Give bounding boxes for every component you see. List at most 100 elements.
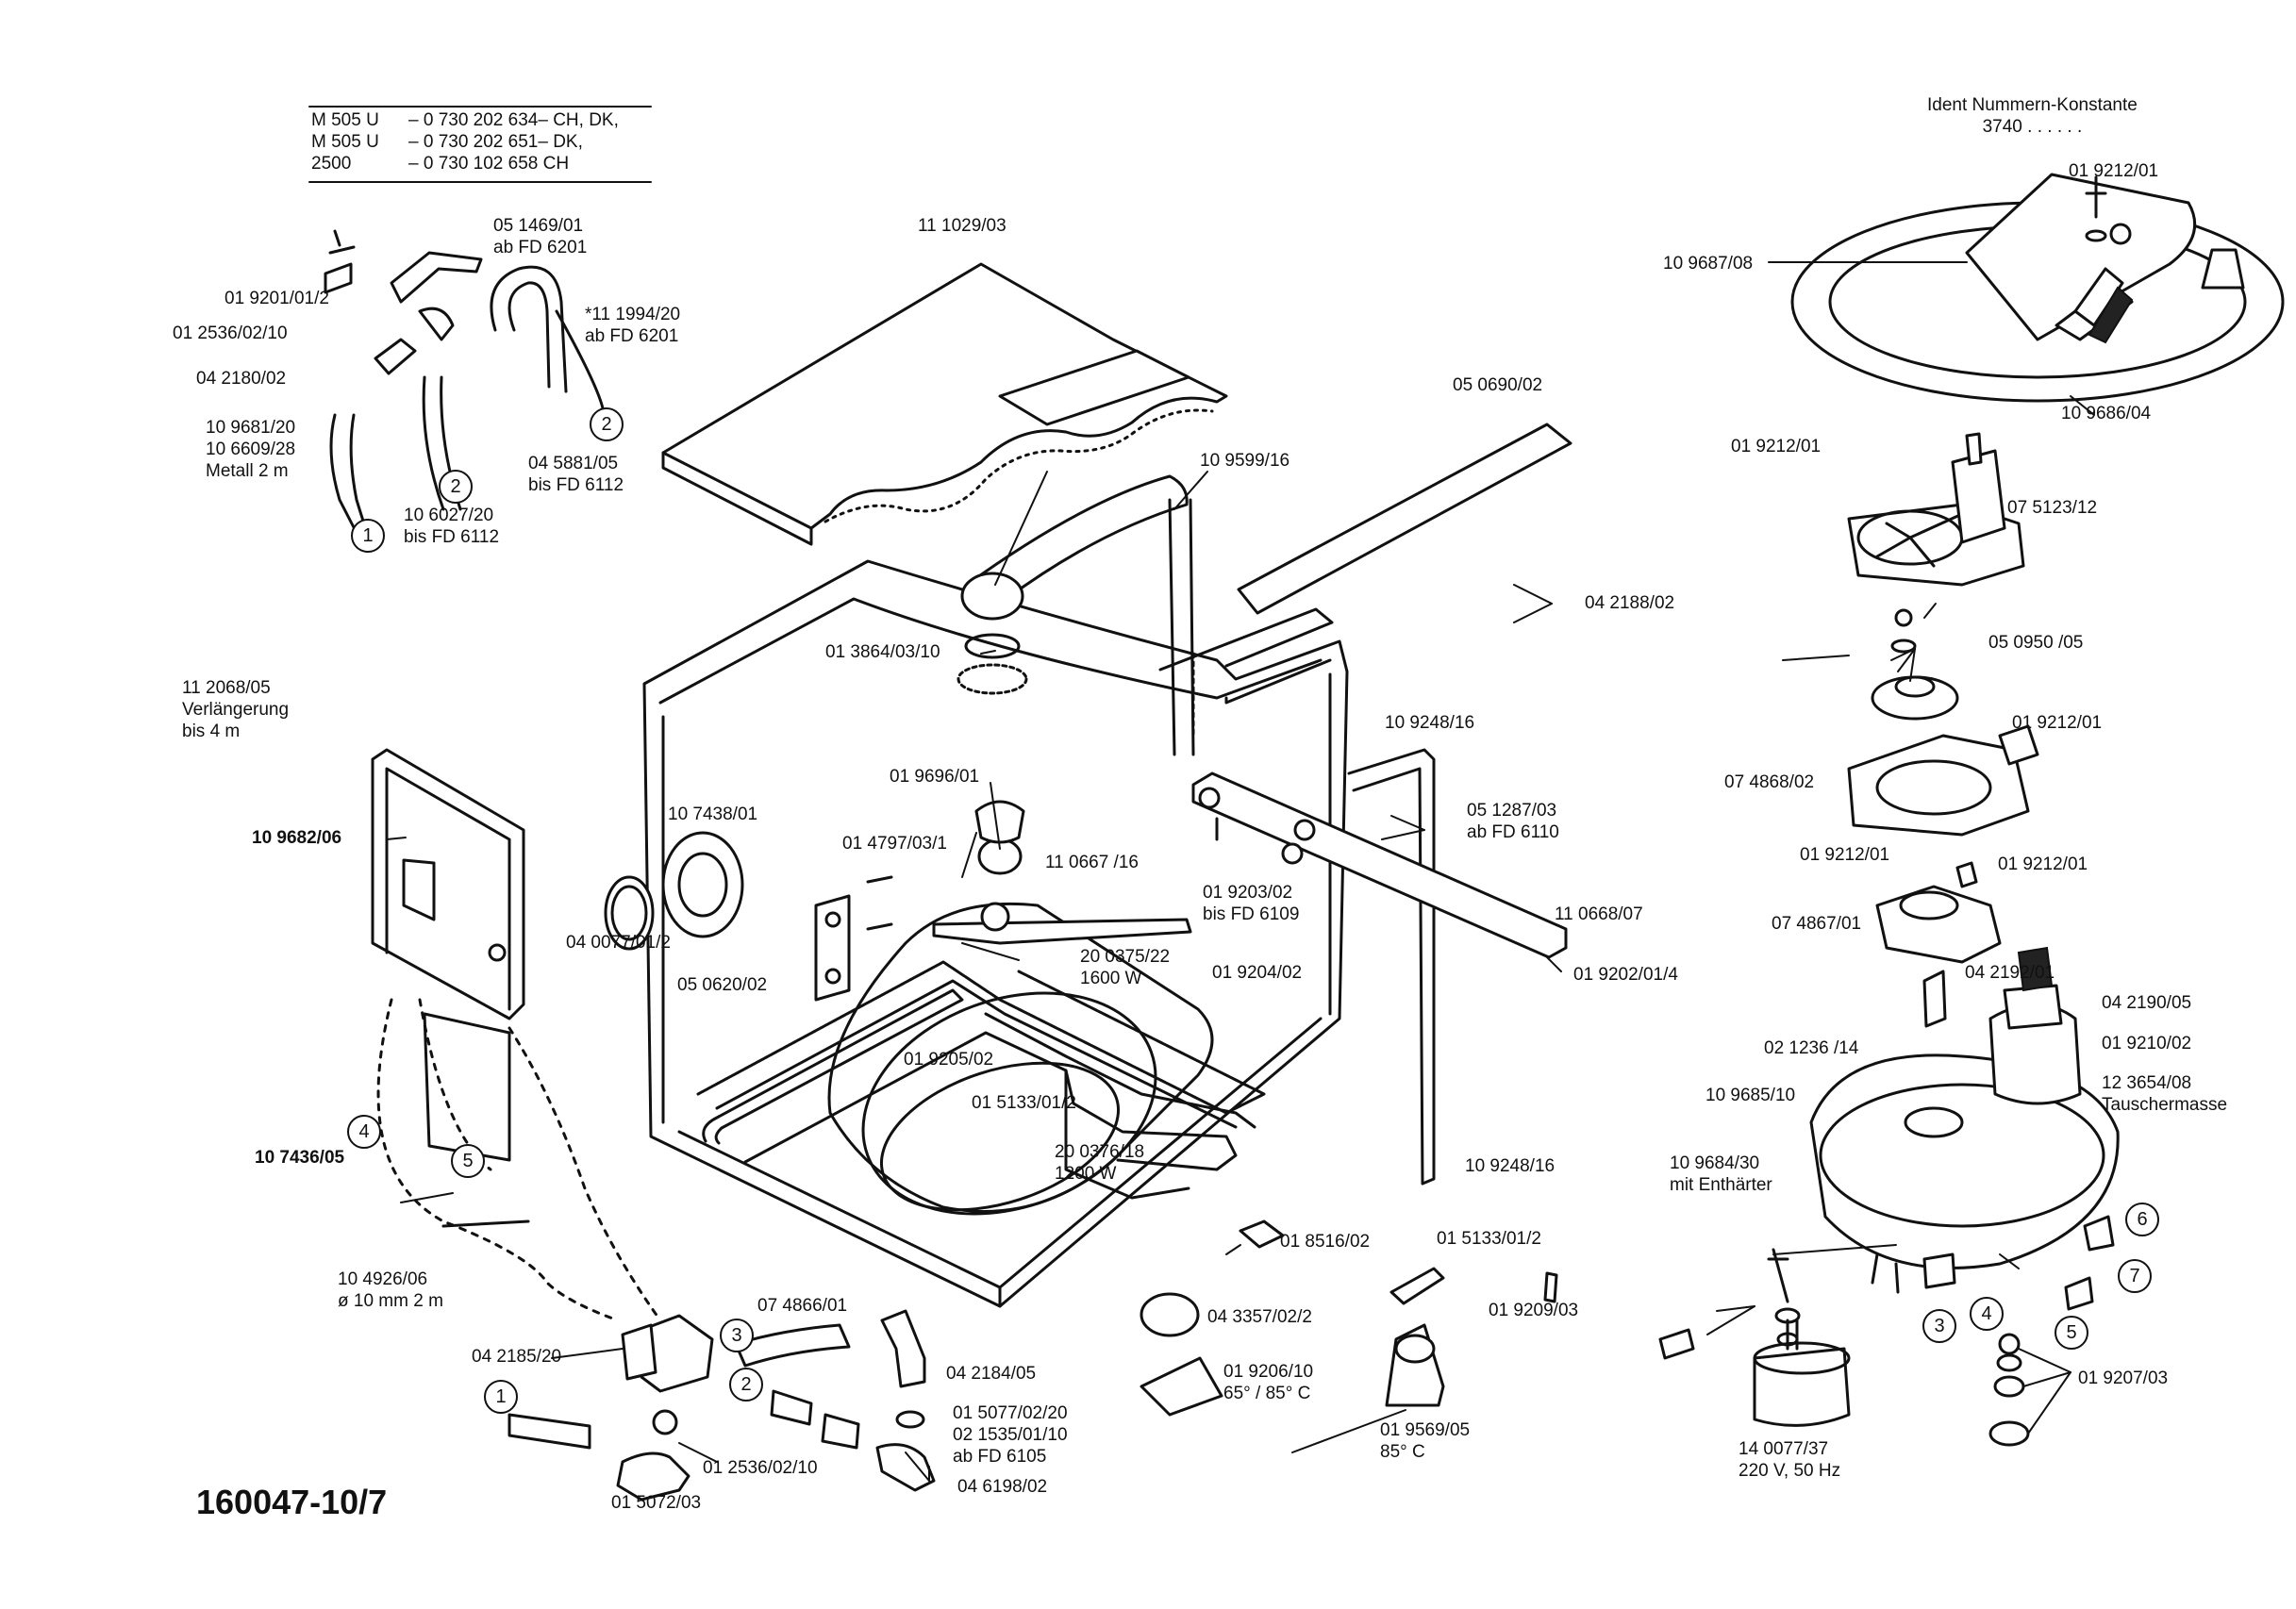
side-tube-10-9248 xyxy=(1347,748,1436,1186)
part-label: 01 9696/01 xyxy=(890,767,980,787)
inlet-pipes-bottom xyxy=(734,1309,936,1492)
door-panel xyxy=(371,748,525,1162)
part-label: 01 5133/01/2 xyxy=(1437,1229,1541,1249)
callout-marker: 2 xyxy=(439,470,473,504)
part-label: 02 1236 /14 xyxy=(1764,1038,1859,1058)
part-label: 11 1029/03 xyxy=(918,216,1007,236)
callout-marker: 5 xyxy=(451,1144,485,1178)
part-label: 01 9205/02 xyxy=(904,1050,994,1070)
lower-spray-arm xyxy=(932,800,1192,945)
door-seal-ring xyxy=(604,831,744,951)
callout-marker: 2 xyxy=(729,1368,763,1402)
part-label: 04 3357/02/2 xyxy=(1207,1307,1312,1327)
ident-value: 3740 . . . . . . xyxy=(1982,117,2083,137)
callout-marker: 3 xyxy=(720,1319,754,1352)
model-name: 2500 xyxy=(311,154,352,174)
part-label: 10 7436/05 xyxy=(255,1148,345,1168)
part-label: 04 2192/01 xyxy=(1965,963,2055,983)
model-number-table: M 505 U – 0 730 202 634– CH, DK, M 505 U –… xyxy=(311,109,619,174)
small-bracket xyxy=(814,875,893,1002)
part-label: 01 5133/01/2 xyxy=(972,1093,1076,1113)
part-label: 01 9204/02 xyxy=(1212,963,1303,983)
callout-marker: 7 xyxy=(2118,1259,2152,1293)
model-number: – 0 730 102 658 CH xyxy=(408,154,570,174)
callout-marker: 6 xyxy=(2125,1203,2159,1236)
ident-title: Ident Nummern-Konstante xyxy=(1927,95,2138,115)
pump-motor xyxy=(1753,1319,1851,1427)
part-label: 01 5072/03 xyxy=(611,1493,702,1513)
part-label: 01 9212/01 xyxy=(2069,161,2159,181)
model-name: M 505 U xyxy=(311,110,379,130)
valve-body xyxy=(1875,861,2002,964)
part-label: 10 9685/10 xyxy=(1705,1086,1796,1105)
part-label: 01 9209/03 xyxy=(1489,1301,1579,1320)
heater-elements xyxy=(702,988,1256,1200)
sump-housing xyxy=(1809,946,2120,1294)
thermostat-parts xyxy=(1140,1219,1695,1417)
part-label: 11 0668/07 xyxy=(1555,904,1643,924)
part-label: 07 4868/02 xyxy=(1724,772,1815,792)
model-row: M 505 U – 0 730 202 651– DK, xyxy=(311,131,619,153)
worktop-panel xyxy=(661,262,1228,546)
part-label: 10 9599/16 xyxy=(1200,451,1290,471)
part-label: 05 0690/02 xyxy=(1453,375,1543,395)
part-label: 05 0950 /05 xyxy=(1988,633,2084,653)
drawing-number: 160047-10/7 xyxy=(196,1483,388,1521)
callout-marker: 4 xyxy=(347,1115,381,1149)
part-label: 10 9686/04 xyxy=(2061,404,2152,423)
part-label: 01 9202/01/4 xyxy=(1573,965,1678,985)
impeller xyxy=(1871,608,1959,721)
part-label: 07 5123/12 xyxy=(2007,498,2098,518)
model-number: – 0 730 202 651– DK, xyxy=(408,132,583,152)
part-label: 10 9682/06 xyxy=(252,828,342,848)
ident-number-block: Ident Nummern-Konstante 3740 . . . . . . xyxy=(1927,94,2138,138)
hose-connector xyxy=(507,1314,714,1501)
part-label: 01 9201/01/2 xyxy=(225,289,329,308)
model-row: M 505 U – 0 730 202 634– CH, DK, xyxy=(311,109,619,131)
top-disc-assembly xyxy=(1790,173,2285,403)
part-label: 05 0620/02 xyxy=(677,975,768,995)
part-label: 10 9248/16 xyxy=(1385,713,1475,733)
callout-marker: 2 xyxy=(590,407,624,441)
part-label: 01 9212/01 xyxy=(2012,713,2103,733)
model-number: – 0 730 202 634– CH, DK, xyxy=(408,110,619,130)
part-label: 10 9687/08 xyxy=(1663,254,1754,274)
part-label: 10 7438/01 xyxy=(668,804,758,824)
part-label: 10 9248/16 xyxy=(1465,1156,1556,1176)
part-label: 01 9207/03 xyxy=(2078,1368,2169,1388)
washer-stack xyxy=(1767,1248,2030,1447)
part-label: 01 3864/03/10 xyxy=(825,642,940,662)
callout-marker: 1 xyxy=(351,519,385,553)
callout-marker: 3 xyxy=(1922,1309,1956,1343)
part-label: 07 4866/01 xyxy=(757,1296,848,1316)
part-label: 04 2190/05 xyxy=(2102,993,2192,1013)
part-label: 01 2536/02/10 xyxy=(703,1458,818,1478)
leader-lines xyxy=(386,261,2095,1482)
part-label: 04 2185/20 xyxy=(472,1347,562,1367)
inlet-hoses-top xyxy=(324,229,606,535)
model-name: M 505 U xyxy=(311,132,379,152)
part-label: 04 6198/02 xyxy=(957,1477,1048,1497)
part-label: 01 2536/02/10 xyxy=(173,323,288,343)
part-label: 01 9212/01 xyxy=(1998,854,2088,874)
part-label: 04 2188/02 xyxy=(1585,593,1675,613)
sump-fittings xyxy=(1922,1215,2115,1311)
callout-marker: 1 xyxy=(484,1380,518,1414)
part-label: 01 9212/01 xyxy=(1800,845,1890,865)
callout-marker: 4 xyxy=(1970,1297,2004,1331)
